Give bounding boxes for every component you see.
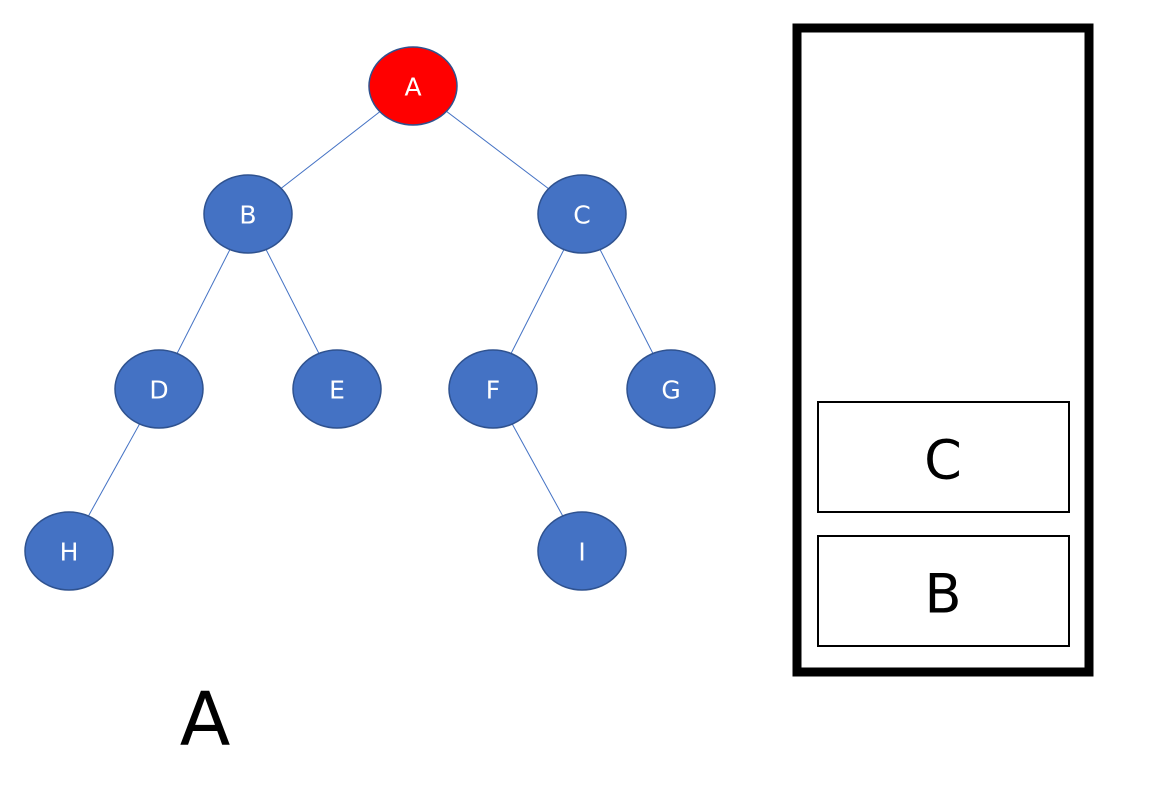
tree-node-a-label: A xyxy=(404,73,421,102)
tree-node-c-circle xyxy=(537,174,627,254)
stack-slot-bottom: B xyxy=(817,535,1070,647)
tree-node-g-circle xyxy=(626,349,716,429)
stack-slot-top-label: C xyxy=(924,429,962,492)
tree-node-a-circle xyxy=(368,46,458,126)
stack: C B xyxy=(792,23,1094,677)
stack-slot-bottom-box xyxy=(817,535,1070,647)
tree-node-f-label: F xyxy=(486,376,500,405)
stack-slot-top-box xyxy=(817,401,1070,513)
tree-node-b-label: B xyxy=(239,201,256,230)
tree-node-h: H xyxy=(24,511,114,591)
tree-node-a: A xyxy=(368,46,458,126)
tree-node-h-circle xyxy=(24,511,114,591)
tree-node-c-label: C xyxy=(573,201,590,230)
traversal-output-text: A xyxy=(180,677,231,763)
tree-node-i-circle xyxy=(537,511,627,591)
tree-node-c: C xyxy=(537,174,627,254)
tree-node-h-label: H xyxy=(60,538,79,567)
tree-node-e-circle xyxy=(292,349,382,429)
tree-node-i: I xyxy=(537,511,627,591)
tree-node-d: D xyxy=(114,349,204,429)
tree-edges xyxy=(68,85,672,552)
tree-node-d-label: D xyxy=(149,376,168,405)
tree-node-g: G xyxy=(626,349,716,429)
tree-node-g-label: G xyxy=(661,376,680,405)
tree-node-b: B xyxy=(203,174,293,254)
tree-nodes: A B C D E F G H I xyxy=(24,46,716,591)
stack-slot-bottom-label: B xyxy=(924,563,961,626)
stack-slot-top: C xyxy=(817,401,1070,513)
tree-node-e: E xyxy=(292,349,382,429)
tree-node-i-label: I xyxy=(578,538,585,567)
tree-node-f: F xyxy=(448,349,538,429)
tree-node-e-label: E xyxy=(329,376,345,405)
tree-node-d-circle xyxy=(114,349,204,429)
tree-node-f-circle xyxy=(448,349,538,429)
tree-node-b-circle xyxy=(203,174,293,254)
